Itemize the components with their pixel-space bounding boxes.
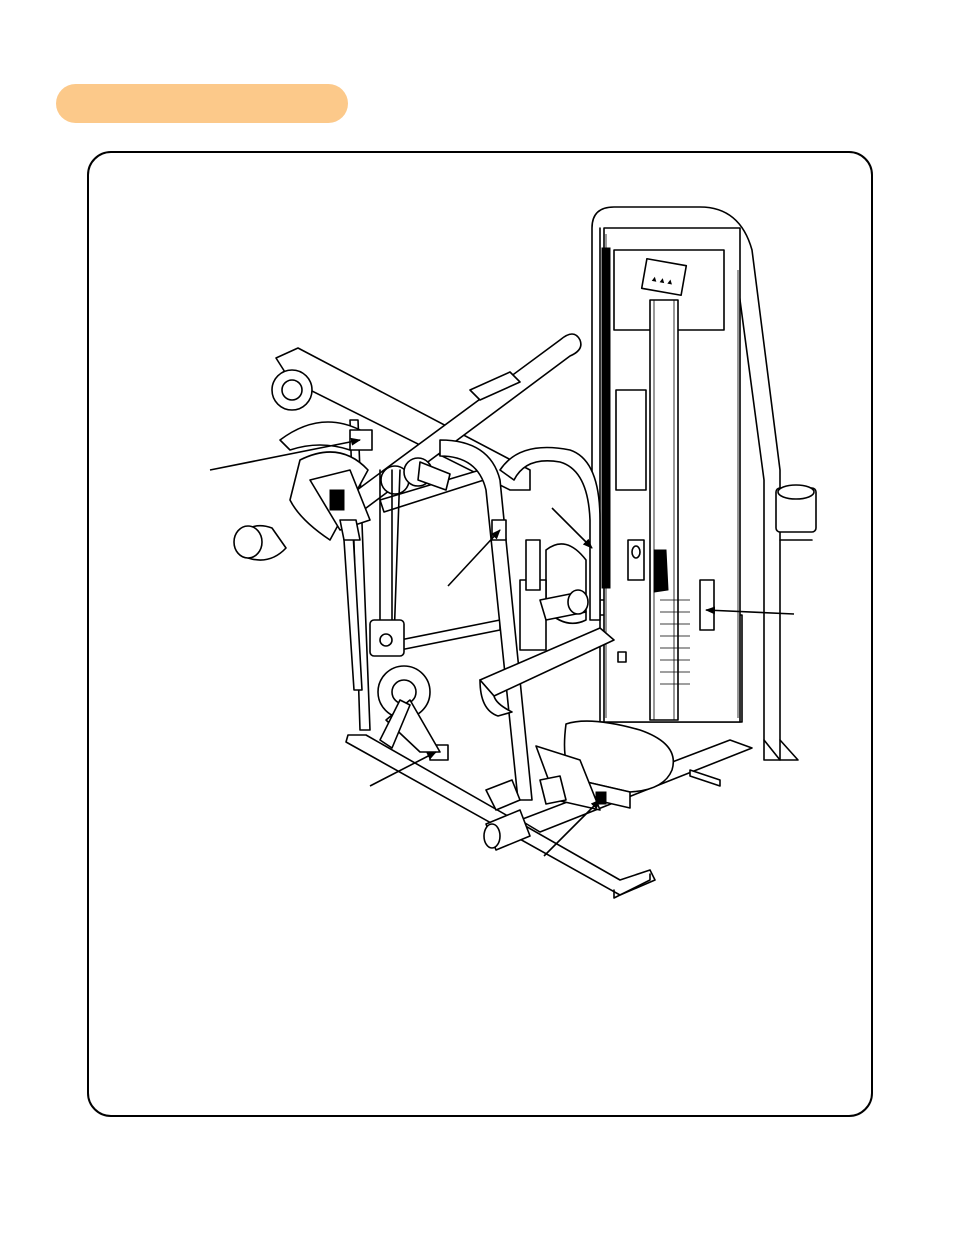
callout-mid-right <box>551 507 593 549</box>
callout-left-lower <box>369 751 437 787</box>
figure-frame <box>87 151 873 1117</box>
callout-seat <box>543 799 601 857</box>
weight-stack-tower: ▲▲▲ <box>591 206 817 761</box>
section-header-bar <box>56 84 348 123</box>
cable-assembly <box>369 469 441 753</box>
weight-plate-stack <box>660 599 690 685</box>
seat-assembly <box>535 720 675 811</box>
center-frame <box>439 439 615 851</box>
callout-center <box>447 529 501 587</box>
callout-left-upper <box>209 437 361 471</box>
caution-label-left <box>349 429 373 451</box>
callout-right <box>705 606 795 615</box>
svg-text:▲▲▲: ▲▲▲ <box>650 274 675 287</box>
